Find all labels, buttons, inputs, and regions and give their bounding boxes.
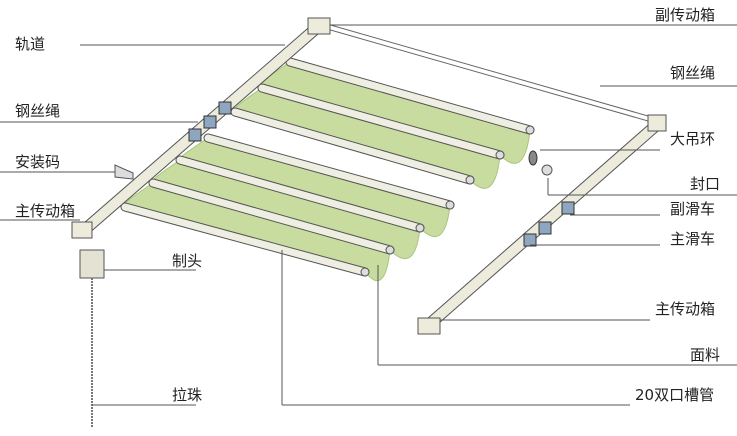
- groove-tube: [121, 203, 369, 276]
- tube-end-cap: [360, 267, 370, 277]
- label-control-head: 制头: [172, 252, 203, 270]
- big-hook-ring: [528, 150, 538, 166]
- label-mount-bracket: 安装码: [15, 153, 61, 171]
- groove-tube: [258, 84, 504, 159]
- label-aux-carriage: 副滑车: [670, 200, 716, 218]
- carriage: [538, 221, 552, 235]
- label-rail: 轨道: [15, 35, 46, 53]
- groove-tube: [176, 156, 424, 232]
- groove-tube: [231, 108, 474, 184]
- label-main-gearbox-left: 主传动箱: [15, 202, 76, 220]
- tube-end-cap: [465, 175, 475, 185]
- wire-rope: [319, 21, 656, 119]
- main-gearbox-left: [71, 221, 93, 239]
- label-main-carriage: 主滑车: [670, 230, 716, 248]
- tube-end-cap: [525, 125, 535, 135]
- label-wire-right: 钢丝绳: [670, 64, 716, 82]
- label-tube: 20双口槽管: [635, 386, 715, 404]
- label-wire-left: 钢丝绳: [15, 102, 61, 120]
- main-gearbox-right: [417, 317, 441, 335]
- carriage: [523, 233, 537, 247]
- wire-rope: [319, 26, 656, 124]
- carriage: [561, 201, 575, 215]
- tube-end-cap: [415, 223, 425, 233]
- tube-end-cap: [445, 200, 455, 210]
- label-big-hook-ring: 大吊环: [670, 130, 716, 148]
- groove-tube: [149, 179, 394, 254]
- label-main-gearbox-right: 主传动箱: [655, 300, 716, 318]
- carriage: [188, 128, 202, 142]
- carriage: [218, 101, 232, 115]
- label-bead-chain: 拉珠: [172, 386, 203, 404]
- groove-tube: [204, 134, 454, 209]
- mount-bracket: [114, 164, 134, 180]
- tube-end-cap: [385, 245, 395, 255]
- end-cap-part: [541, 164, 553, 176]
- label-end-cap: 封口: [690, 175, 721, 193]
- right-end-box: [647, 114, 667, 132]
- control-head: [79, 249, 105, 279]
- tube-end-cap: [495, 150, 505, 160]
- carriage: [203, 115, 217, 129]
- aux-gearbox: [307, 17, 331, 35]
- groove-tube: [286, 58, 534, 134]
- label-fabric: 面料: [690, 346, 721, 364]
- label-aux-gearbox: 副传动箱: [655, 6, 716, 24]
